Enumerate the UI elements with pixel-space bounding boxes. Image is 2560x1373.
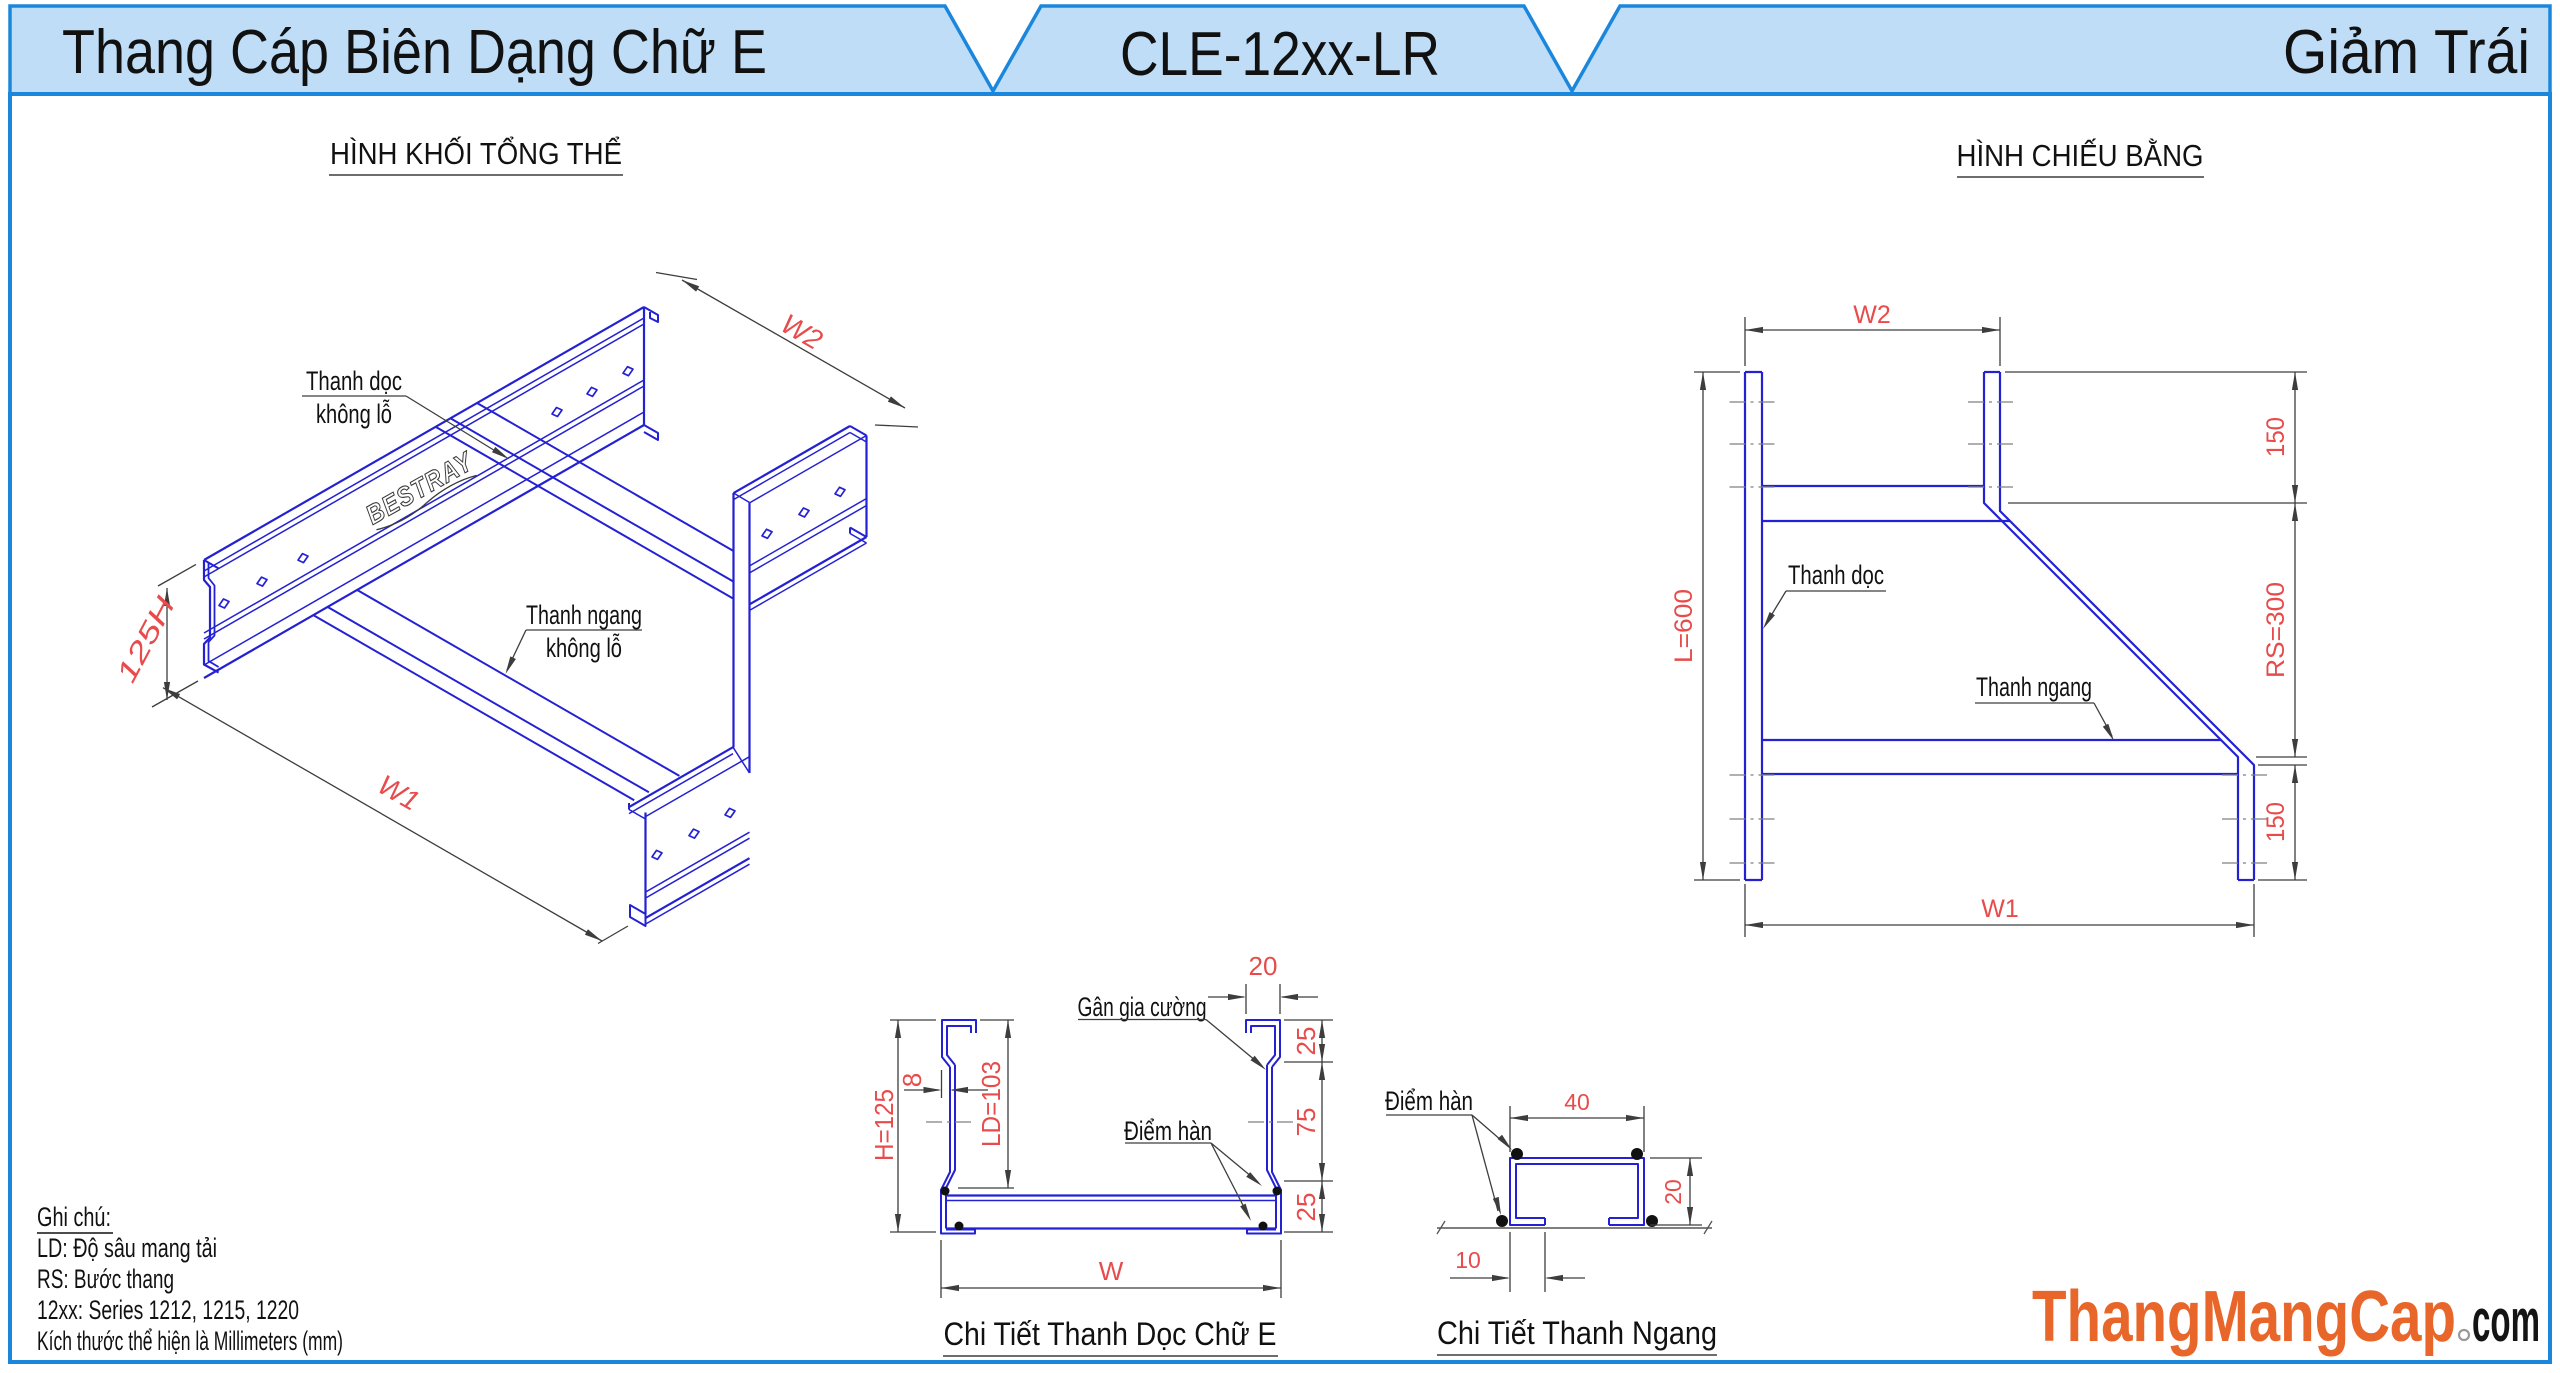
svg-text:10: 10: [1455, 1247, 1481, 1273]
svg-text:Thanh dọc: Thanh dọc: [1788, 560, 1884, 590]
svg-text:125H: 125H: [110, 591, 181, 688]
svg-text:Giảm Trái: Giảm Trái: [2283, 18, 2530, 87]
svg-text:25: 25: [1291, 1027, 1321, 1056]
svg-text:LD: Độ sâu mang tải: LD: Độ sâu mang tải: [37, 1233, 217, 1263]
svg-text:L=600: L=600: [1670, 589, 1698, 663]
svg-text:Thanh dọc: Thanh dọc: [306, 366, 402, 396]
svg-text:150: 150: [2262, 802, 2290, 842]
svg-text:Chi Tiết Thanh Dọc Chữ E: Chi Tiết Thanh Dọc Chữ E: [944, 1316, 1277, 1352]
svg-text:H=125: H=125: [869, 1089, 899, 1161]
svg-text:HÌNH CHIẾU BẰNG: HÌNH CHIẾU BẰNG: [1957, 138, 2204, 173]
svg-text:không lỗ: không lỗ: [546, 632, 622, 663]
svg-text:Ghi chú:: Ghi chú:: [37, 1202, 111, 1232]
svg-text:RS: Bước thang: RS: Bước thang: [37, 1264, 174, 1294]
svg-text:ThangMangCap: ThangMangCap: [2032, 1277, 2456, 1357]
svg-text:LD=103: LD=103: [976, 1061, 1006, 1147]
svg-text:Chi Tiết Thanh Ngang: Chi Tiết Thanh Ngang: [1437, 1315, 1717, 1351]
svg-text:Điểm hàn: Điểm hàn: [1124, 1116, 1212, 1146]
svg-text:HÌNH KHỐI TỔNG THỂ: HÌNH KHỐI TỔNG THỂ: [330, 135, 622, 171]
svg-text:40: 40: [1564, 1089, 1590, 1115]
svg-text:W: W: [1099, 1256, 1124, 1286]
svg-text:không lỗ: không lỗ: [316, 398, 392, 429]
svg-text:12xx: Series 1212, 1215, 1220: 12xx: Series 1212, 1215, 1220: [37, 1295, 299, 1325]
svg-text:CLE-12xx-LR: CLE-12xx-LR: [1120, 20, 1440, 89]
svg-text:Gân gia cường: Gân gia cường: [1078, 992, 1207, 1022]
svg-text:Thanh ngang: Thanh ngang: [526, 600, 642, 630]
svg-text:W1: W1: [1981, 895, 2019, 923]
svg-text:com: com: [2472, 1287, 2540, 1354]
svg-text:150: 150: [2262, 417, 2290, 457]
svg-text:W1: W1: [373, 769, 425, 817]
svg-text:20: 20: [1660, 1179, 1686, 1205]
svg-text:75: 75: [1291, 1108, 1321, 1137]
svg-text:Điểm hàn: Điểm hàn: [1385, 1086, 1473, 1116]
svg-text:Kích thước thể hiện là Millime: Kích thước thể hiện là Millimeters (mm): [37, 1326, 343, 1356]
svg-text:25: 25: [1291, 1193, 1321, 1222]
svg-text:RS=300: RS=300: [2262, 582, 2290, 678]
svg-text:20: 20: [1249, 951, 1278, 981]
svg-text:Thang Cáp Biên Dạng Chữ E: Thang Cáp Biên Dạng Chữ E: [62, 18, 767, 87]
svg-text:8: 8: [897, 1073, 927, 1087]
svg-text:Thanh ngang: Thanh ngang: [1976, 672, 2092, 702]
svg-text:W2: W2: [776, 308, 828, 356]
svg-text:W2: W2: [1853, 301, 1891, 329]
